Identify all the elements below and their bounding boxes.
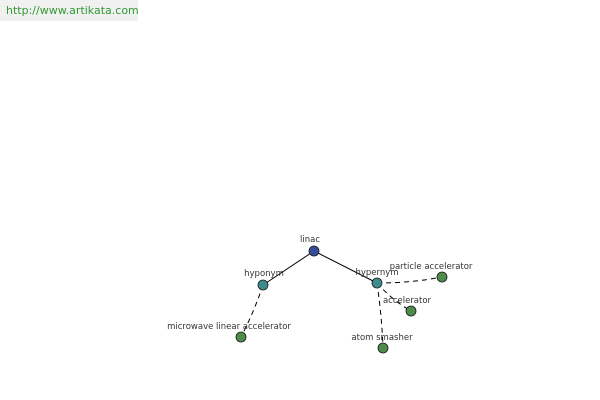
node-hypernym[interactable] <box>371 277 383 289</box>
source-url-link[interactable]: http://www.artikata.com <box>6 4 139 17</box>
graph-labels: linac hyponym hypernym microwave linear … <box>167 235 473 343</box>
label-particle-accelerator: particle accelerator <box>390 262 473 272</box>
node-microwave-linear-accelerator[interactable] <box>235 331 247 343</box>
label-microwave-linear-accelerator: microwave linear accelerator <box>167 322 291 332</box>
edge-root-to-hyponym <box>262 250 315 286</box>
graph-nodes <box>235 245 448 354</box>
edge-root-to-hypernym <box>313 250 378 284</box>
label-hyponym: hyponym <box>244 269 284 279</box>
node-particle-accelerator[interactable] <box>436 271 448 283</box>
node-root[interactable] <box>308 245 320 257</box>
node-hyponym[interactable] <box>257 279 269 291</box>
node-atom-smasher[interactable] <box>377 342 389 354</box>
source-url-bar: http://www.artikata.com <box>0 0 139 21</box>
label-accelerator: accelerator <box>383 296 432 306</box>
label-hypernym: hypernym <box>355 268 398 278</box>
node-accelerator[interactable] <box>405 305 417 317</box>
label-atom-smasher: atom smasher <box>351 333 413 343</box>
label-root: linac <box>300 235 320 245</box>
